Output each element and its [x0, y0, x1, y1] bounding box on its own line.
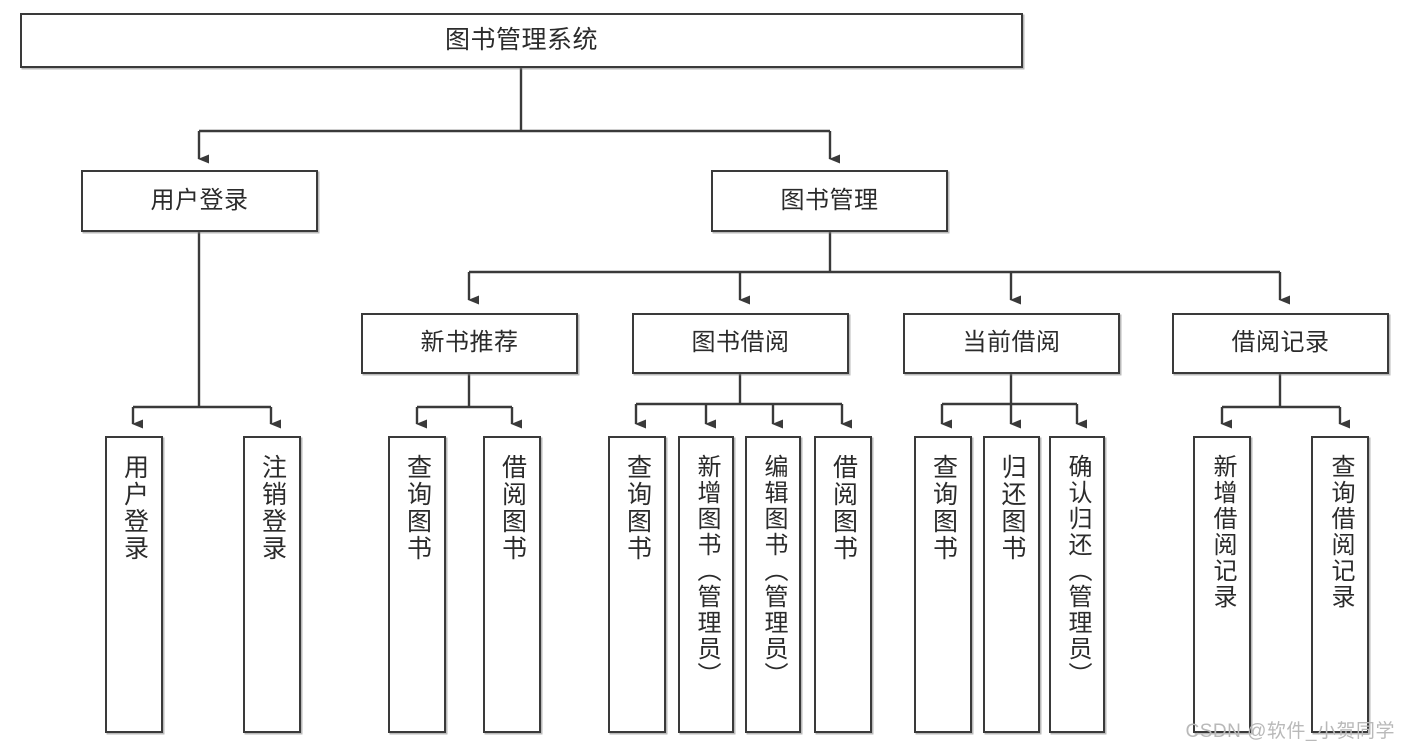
node-label: 借阅记录: [1231, 329, 1330, 357]
leaf-user-login-login[interactable]: 用户登录: [105, 436, 163, 733]
node-label: 图书借阅: [691, 329, 790, 357]
node-label: 查询图书: [623, 454, 652, 562]
node-current-borrow[interactable]: 当前借阅: [903, 313, 1120, 374]
node-label: 查询图书: [403, 454, 432, 562]
leaf-borrow-record-add[interactable]: 新增借阅记录: [1193, 436, 1251, 733]
leaf-book-borrow-add[interactable]: 新增图书（管理员）: [678, 436, 734, 733]
node-label: 用户登录: [150, 186, 249, 214]
node-label: 借阅图书: [829, 454, 858, 562]
node-label: 查询图书: [929, 454, 958, 562]
leaf-borrow-record-query[interactable]: 查询借阅记录: [1311, 436, 1369, 733]
node-label: 借阅图书: [498, 454, 527, 562]
leaf-book-borrow-query[interactable]: 查询图书: [608, 436, 666, 733]
node-label: 新增图书（管理员）: [693, 454, 720, 688]
node-label: 用户登录: [120, 454, 149, 562]
node-label: 图书管理: [780, 186, 879, 214]
leaf-new-book-borrow[interactable]: 借阅图书: [483, 436, 541, 733]
node-label: 归还图书: [998, 454, 1026, 562]
node-label: 编辑图书（管理员）: [760, 454, 787, 688]
leaf-current-borrow-confirm-return[interactable]: 确认归还（管理员）: [1049, 436, 1105, 733]
leaf-current-borrow-return[interactable]: 归还图书: [983, 436, 1040, 733]
node-borrow-record[interactable]: 借阅记录: [1172, 313, 1389, 374]
watermark-text: CSDN @软件_小贺同学: [1185, 721, 1395, 742]
node-label: 确认归还（管理员）: [1064, 454, 1091, 688]
node-label: 新书推荐: [420, 329, 519, 357]
node-book-borrow[interactable]: 图书借阅: [632, 313, 849, 374]
node-user-login[interactable]: 用户登录: [81, 170, 318, 232]
leaf-current-borrow-query[interactable]: 查询图书: [914, 436, 972, 733]
node-new-book-recommend[interactable]: 新书推荐: [361, 313, 578, 374]
node-label: 图书管理系统: [444, 25, 598, 54]
leaf-book-borrow-edit[interactable]: 编辑图书（管理员）: [745, 436, 801, 733]
leaf-book-borrow-borrow[interactable]: 借阅图书: [814, 436, 872, 733]
node-label: 当前借阅: [962, 329, 1061, 357]
leaf-new-book-query[interactable]: 查询图书: [388, 436, 446, 733]
node-label: 注销登录: [258, 454, 287, 562]
node-book-manage[interactable]: 图书管理: [711, 170, 948, 232]
node-label: 新增借阅记录: [1209, 454, 1236, 610]
node-root-system[interactable]: 图书管理系统: [20, 13, 1023, 68]
node-label: 查询借阅记录: [1327, 454, 1354, 610]
leaf-user-login-logout[interactable]: 注销登录: [243, 436, 301, 733]
